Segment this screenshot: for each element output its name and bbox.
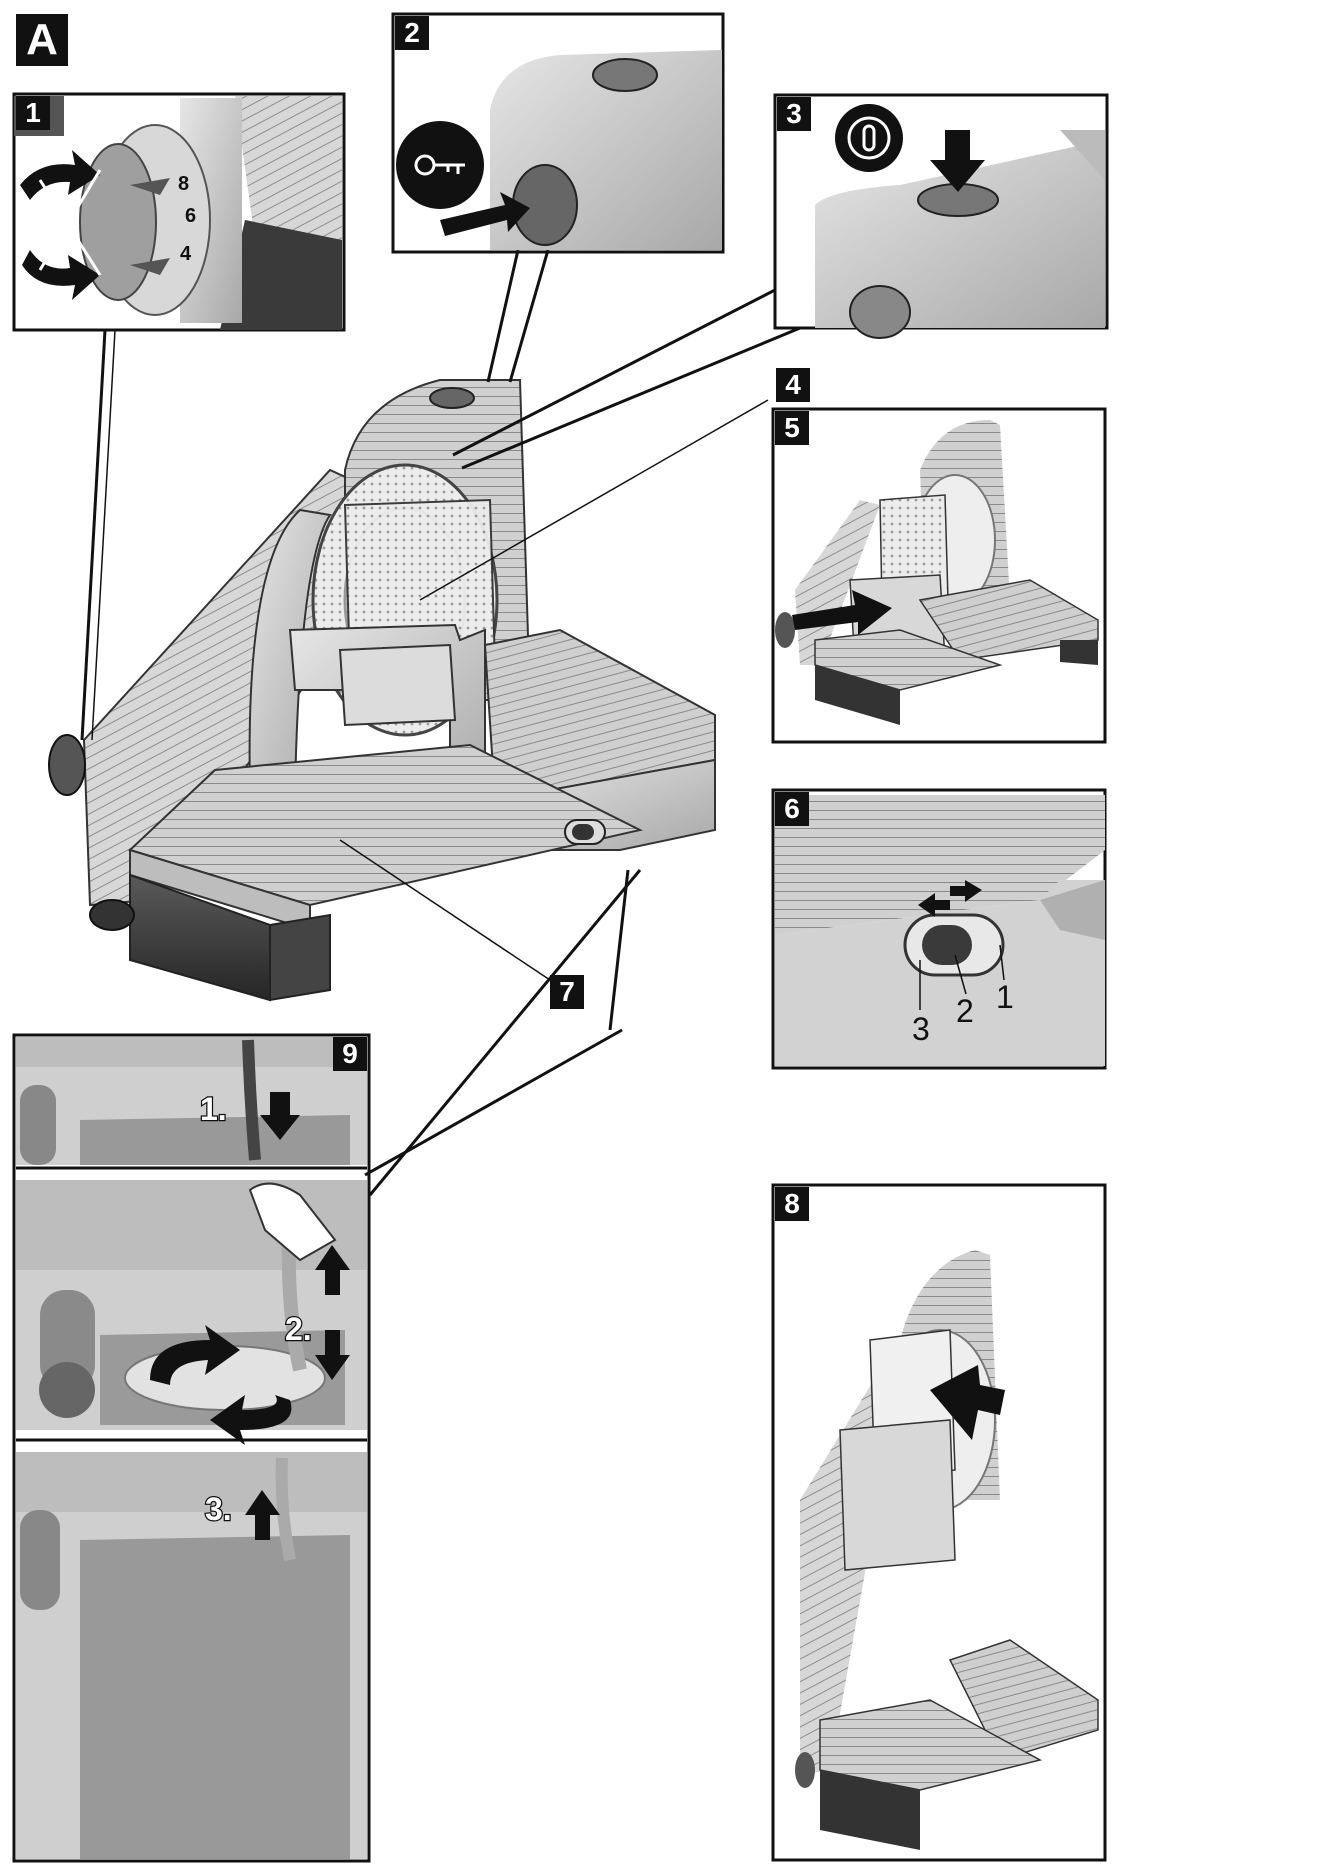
push-arrow-icon xyxy=(792,590,892,635)
panel-9: 1. 2. 3. xyxy=(12,1033,371,1863)
power-button xyxy=(429,387,475,409)
cleaning-step-2: 2. xyxy=(285,1311,312,1347)
thickness-knob xyxy=(48,734,86,796)
callout-6: 6 xyxy=(775,792,809,826)
figure-letter: A xyxy=(16,14,68,66)
callout-3: 3 xyxy=(777,97,811,131)
panel-8 xyxy=(771,1183,1107,1862)
push-arrow-icon xyxy=(930,1365,1005,1440)
cleaning-step-3: 3. xyxy=(205,1491,232,1527)
rotate-arrow-icon xyxy=(150,1325,240,1385)
dial-mark-8: 8 xyxy=(178,173,189,195)
switch-position-2: 2 xyxy=(956,993,974,1029)
dial-mark-4: 4 xyxy=(180,243,192,265)
power-button-icon xyxy=(835,104,903,172)
dial-mark-6: 6 xyxy=(185,205,196,227)
switch-position-3: 3 xyxy=(912,1011,930,1047)
switch-position-1: 1 xyxy=(996,979,1014,1015)
panel-2 xyxy=(391,12,725,254)
cleaning-step-1: 1. xyxy=(200,1091,227,1127)
rotate-arrow-icon xyxy=(20,150,102,300)
leader-lines xyxy=(80,249,801,1196)
callout-1: 1 xyxy=(16,96,50,130)
callout-7: 7 xyxy=(550,975,584,1009)
callout-4: 4 xyxy=(776,368,810,402)
panel-1: 8 6 4 xyxy=(12,92,346,332)
panel-5 xyxy=(771,407,1107,744)
callout-8: 8 xyxy=(775,1187,809,1221)
callout-5: 5 xyxy=(775,411,809,445)
panel-3 xyxy=(773,93,1109,339)
thickness-dial xyxy=(79,143,157,301)
callout-2: 2 xyxy=(395,16,429,50)
press-arrow-icon xyxy=(930,130,985,192)
push-arrow-icon xyxy=(440,192,530,236)
panel-6: 3 2 1 xyxy=(771,788,1107,1070)
main-slicer xyxy=(48,379,716,1002)
callout-9: 9 xyxy=(333,1037,367,1071)
